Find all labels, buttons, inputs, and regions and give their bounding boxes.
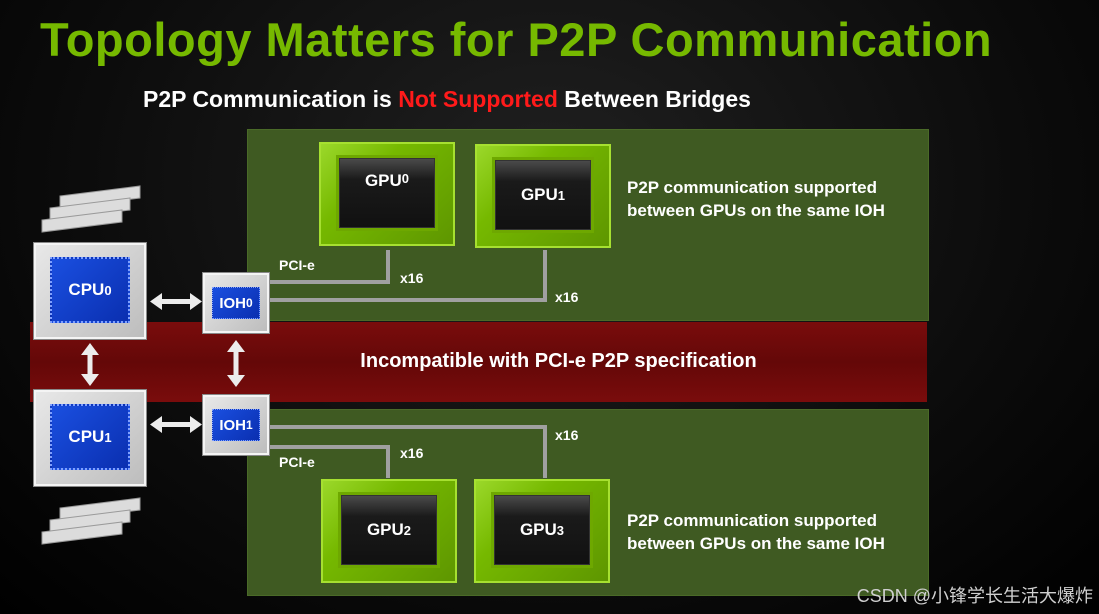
gpu-0-index: 0	[401, 171, 410, 186]
gpu-3-label: GPU	[519, 520, 557, 539]
band-text: Incompatible with PCI-e P2P specificatio…	[360, 350, 757, 372]
link-ioh1-gpu3	[268, 425, 547, 478]
bottom-link-label-gpu2: x16	[400, 445, 424, 461]
ioh-0-label: IOH	[219, 294, 246, 312]
ioh-1-index: 1	[245, 418, 253, 432]
bottom-bus-label: PCI-e	[279, 454, 315, 470]
link-ioh0-gpu1	[268, 250, 547, 302]
page-title: Topology Matters for P2P Communication	[40, 13, 993, 66]
top-note: P2P communication supported between GPUs…	[627, 176, 885, 222]
incompatible-band: Incompatible with PCI-e P2P specificatio…	[30, 322, 927, 402]
gpu-2-label: GPU	[366, 520, 404, 539]
gpu-1-index: 1	[557, 187, 566, 203]
subtitle-before: P2P Communication is	[143, 86, 399, 112]
cpu-1-index: 1	[104, 429, 112, 445]
arrow-cpu0-ioh0	[150, 293, 202, 310]
memory-top	[41, 185, 141, 233]
gpu-1-label: GPU	[520, 185, 558, 204]
subtitle-highlight: Not Supported	[398, 86, 558, 112]
cpu-1-label: CPU	[68, 427, 105, 446]
link-ioh0-gpu0	[268, 250, 390, 284]
bottom-note-line1: P2P communication supported	[627, 511, 878, 530]
cpu-0-label: CPU	[68, 280, 105, 299]
arrow-cpu0-cpu1	[81, 343, 99, 386]
subtitle: P2P Communication is Not Supported Betwe…	[143, 86, 751, 113]
bottom-note: P2P communication supported between GPUs…	[627, 509, 885, 555]
gpu-2-index: 2	[403, 522, 412, 538]
bottom-link-label-gpu3: x16	[555, 427, 579, 443]
arrow-cpu1-ioh1	[150, 416, 202, 433]
memory-module-icon	[41, 185, 141, 545]
top-bus-label: PCI-e	[279, 257, 315, 273]
ioh-1-label: IOH	[219, 416, 246, 434]
cpu-0-index: 0	[104, 282, 112, 298]
top-note-line1: P2P communication supported	[627, 178, 878, 197]
link-ioh1-gpu2	[268, 445, 390, 478]
top-note-line2: between GPUs on the same IOH	[627, 201, 885, 220]
ioh-0-index: 0	[245, 296, 253, 310]
arrow-ioh0-ioh1	[227, 340, 245, 387]
gpu-0-label: GPU	[364, 171, 402, 190]
watermark: CSDN @小锋学长生活大爆炸	[856, 586, 1093, 606]
gpu-3-index: 3	[556, 522, 565, 538]
bottom-note-line2: between GPUs on the same IOH	[627, 534, 885, 553]
double-arrow-icon	[81, 293, 245, 433]
top-link-label-gpu0: x16	[400, 270, 424, 286]
top-link-label-gpu1: x16	[555, 289, 579, 305]
memory-bottom	[41, 497, 141, 545]
subtitle-after: Between Bridges	[557, 86, 751, 112]
